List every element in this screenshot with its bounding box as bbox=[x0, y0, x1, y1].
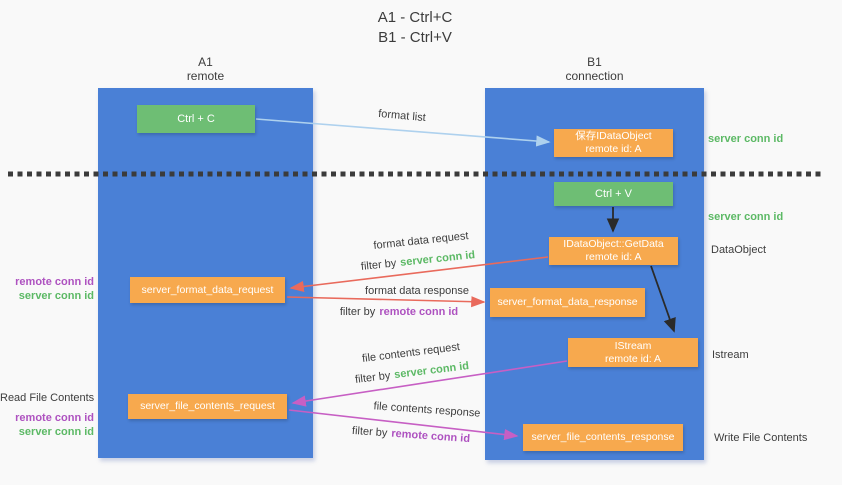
server-format-data-request-label: server_format_data_request bbox=[141, 283, 274, 296]
conn-id-annotation-left-1: remote conn id server conn id bbox=[0, 275, 94, 303]
server-file-contents-request-node: server_file_contents_request bbox=[128, 394, 287, 419]
save-idataobject-line2: remote id: A bbox=[585, 143, 642, 155]
server-conn-id-text: server conn id bbox=[399, 249, 476, 269]
ctrl-v-label: Ctrl + V bbox=[595, 187, 632, 200]
getdata-node: IDataObject::GetData remote id: A bbox=[549, 237, 678, 265]
column-header-b1: B1 connection bbox=[485, 55, 704, 83]
conn-id-annotation-left-2: remote conn id server conn id bbox=[0, 411, 94, 439]
save-idataobject-line1: 保存IDataObject bbox=[575, 130, 652, 142]
ctrl-c-node: Ctrl + C bbox=[137, 105, 255, 133]
column-b1-name: B1 bbox=[587, 55, 602, 69]
ctrl-c-label: Ctrl + C bbox=[177, 112, 215, 125]
server-format-data-response-node: server_format_data_response bbox=[490, 288, 645, 317]
write-file-contents-annotation: Write File Contents bbox=[714, 432, 808, 444]
remote-conn-id-text: remote conn id bbox=[15, 276, 94, 288]
file-contents-response-label: file contents response bbox=[373, 400, 481, 420]
column-b1-subtitle: connection bbox=[565, 69, 624, 83]
server-conn-id-annotation-2: server conn id bbox=[708, 211, 784, 223]
getdata-line2: remote id: A bbox=[585, 251, 642, 263]
server-format-data-request-node: server_format_data_request bbox=[130, 277, 285, 303]
title-line-a1: A1 - Ctrl+C bbox=[377, 9, 453, 26]
read-file-contents-annotation: Read File Contents bbox=[0, 392, 95, 404]
server-conn-id-annotation-top: server conn id bbox=[708, 133, 784, 145]
istream-line2: remote id: A bbox=[604, 352, 662, 365]
column-a1-name: A1 bbox=[198, 55, 213, 69]
format-list-label: format list bbox=[377, 107, 427, 125]
filter-by-text: filter by bbox=[354, 369, 392, 386]
istream-line1: IStream bbox=[614, 339, 652, 352]
server-file-contents-response-label: server_file_contents_response bbox=[531, 431, 675, 443]
ctrl-v-node: Ctrl + V bbox=[554, 182, 673, 206]
column-a1-subtitle: remote bbox=[186, 69, 225, 83]
istream-node: IStream remote id: A bbox=[568, 338, 698, 367]
save-idataobject-node: 保存IDataObject remote id: A bbox=[554, 129, 673, 157]
diagram-title: A1 - Ctrl+C B1 - Ctrl+V bbox=[300, 8, 530, 48]
dataobject-annotation: DataObject bbox=[711, 244, 767, 256]
server-conn-id-text: server conn id bbox=[393, 360, 470, 382]
filter-by-text: filter by bbox=[351, 424, 388, 440]
format-data-response-arrow bbox=[286, 296, 486, 308]
title-line-b1: B1 - Ctrl+V bbox=[378, 29, 452, 46]
server-format-data-response-label: server_format_data_response bbox=[497, 296, 638, 308]
remote-conn-id-text: remote conn id bbox=[379, 306, 459, 318]
column-header-a1: A1 remote bbox=[98, 55, 313, 83]
server-conn-id-text: server conn id bbox=[18, 290, 94, 302]
getdata-line1: IDataObject::GetData bbox=[563, 238, 664, 250]
server-file-contents-request-label: server_file_contents_request bbox=[140, 400, 275, 412]
remote-conn-id-text: remote conn id bbox=[15, 412, 94, 424]
istream-annotation: Istream bbox=[712, 349, 749, 361]
remote-conn-id-text: remote conn id bbox=[390, 427, 471, 446]
server-conn-id-text: server conn id bbox=[18, 426, 94, 438]
server-file-contents-response-node: server_file_contents_response bbox=[523, 424, 683, 451]
filter-by-text: filter by bbox=[339, 306, 376, 318]
format-data-response-label: format data response bbox=[365, 285, 469, 297]
format-data-request-label: format data request bbox=[372, 230, 470, 252]
filter-by-text: filter by bbox=[360, 257, 397, 273]
file-contents-request-label: file contents request bbox=[361, 341, 461, 365]
